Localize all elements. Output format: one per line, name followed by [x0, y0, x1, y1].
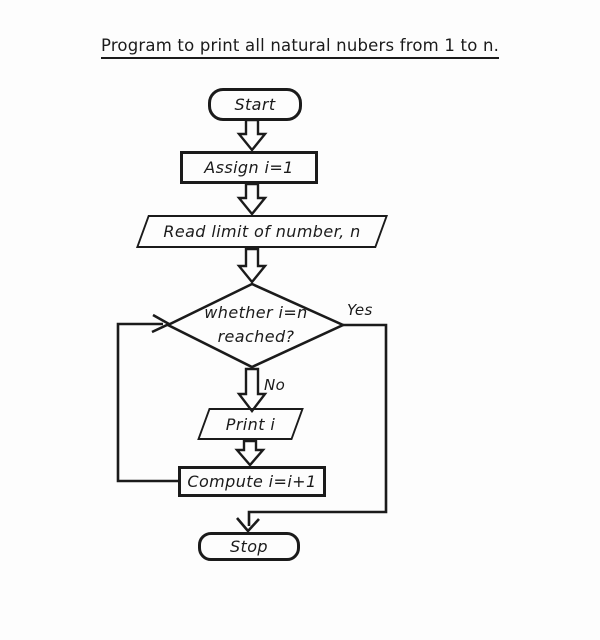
node-compute: Compute i=i+1 — [178, 466, 326, 497]
yes-branch-line — [247, 323, 388, 526]
node-print: Print i — [197, 408, 304, 440]
node-start: Start — [208, 88, 302, 121]
arrow-print-to-compute-icon — [234, 439, 266, 467]
loop-back-line — [116, 322, 180, 483]
node-assign-label: Assign i=1 — [204, 158, 294, 177]
arrow-read-to-decision-icon — [236, 247, 268, 284]
node-print-label: Print i — [225, 414, 276, 434]
loop-back-arrowhead-icon — [151, 313, 172, 334]
node-decision-line1: whether i=n — [204, 303, 308, 322]
arrow-start-to-assign-icon — [236, 118, 268, 152]
arrow-decision-to-print-icon — [236, 367, 268, 413]
no-branch-label: No — [264, 376, 286, 394]
yes-branch-arrowhead-icon — [236, 517, 260, 533]
node-decision: whether i=n reached? — [169, 301, 343, 349]
node-assign: Assign i=1 — [180, 151, 318, 184]
flowchart-title: Program to print all natural nubers from… — [0, 36, 600, 59]
node-compute-label: Compute i=i+1 — [187, 472, 317, 491]
node-stop-label: Stop — [230, 537, 268, 556]
node-start-label: Start — [234, 95, 276, 114]
decision-diamond-shape — [165, 282, 347, 369]
arrow-assign-to-read-icon — [236, 182, 268, 216]
node-stop: Stop — [198, 532, 300, 561]
flowchart-title-text: Program to print all natural nubers from… — [100, 36, 500, 59]
node-read: Read limit of number, n — [135, 215, 389, 248]
node-read-label: Read limit of number, n — [163, 222, 361, 241]
yes-branch-label: Yes — [347, 301, 373, 319]
node-decision-line2: reached? — [217, 327, 295, 346]
